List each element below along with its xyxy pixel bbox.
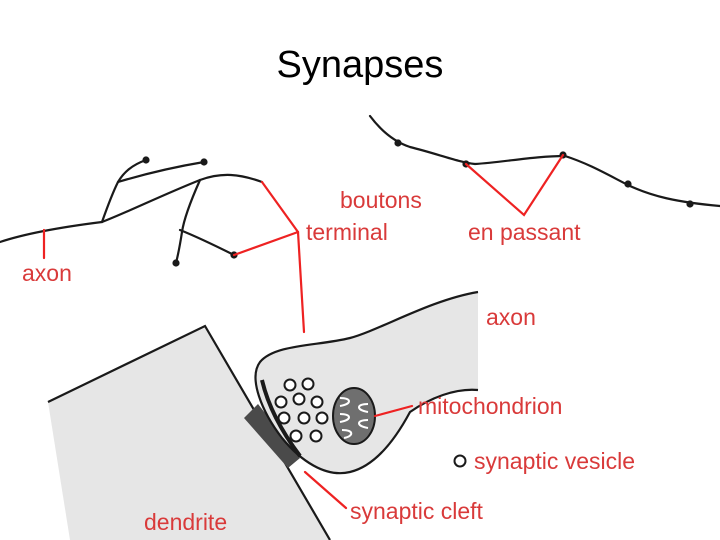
terminal-pointer-3 [296, 230, 306, 334]
synaptic-vesicles [274, 377, 329, 443]
en-passant-label: en passant [468, 219, 581, 245]
dendrite-shape [47, 324, 331, 540]
axon-terminal [254, 290, 479, 475]
mitochondrion-label: mitochondrion [418, 393, 562, 419]
boutons-label: boutons [340, 187, 422, 213]
en-passant-pointer [464, 153, 565, 217]
branching-axon [0, 158, 264, 265]
terminal-pointer-1 [260, 180, 300, 234]
en-passant-axon [368, 114, 720, 208]
axon-label-left: axon [22, 260, 72, 286]
mitochondrion-pointer [373, 404, 414, 418]
axon-label-right: axon [486, 304, 536, 330]
synaptic-vesicle-label: synaptic vesicle [474, 448, 635, 474]
slide-title: Synapses [276, 44, 444, 86]
terminal-label: terminal [306, 219, 388, 245]
mitochondrion [332, 387, 376, 445]
terminal-pointer-2 [232, 230, 300, 257]
pointer-lines [42, 153, 565, 510]
dendrite-label: dendrite [144, 509, 227, 535]
vesicle-legend-icon [453, 454, 467, 468]
synaptic-cleft-label: synaptic cleft [350, 498, 484, 524]
synaptic-cleft-pointer [303, 470, 348, 510]
